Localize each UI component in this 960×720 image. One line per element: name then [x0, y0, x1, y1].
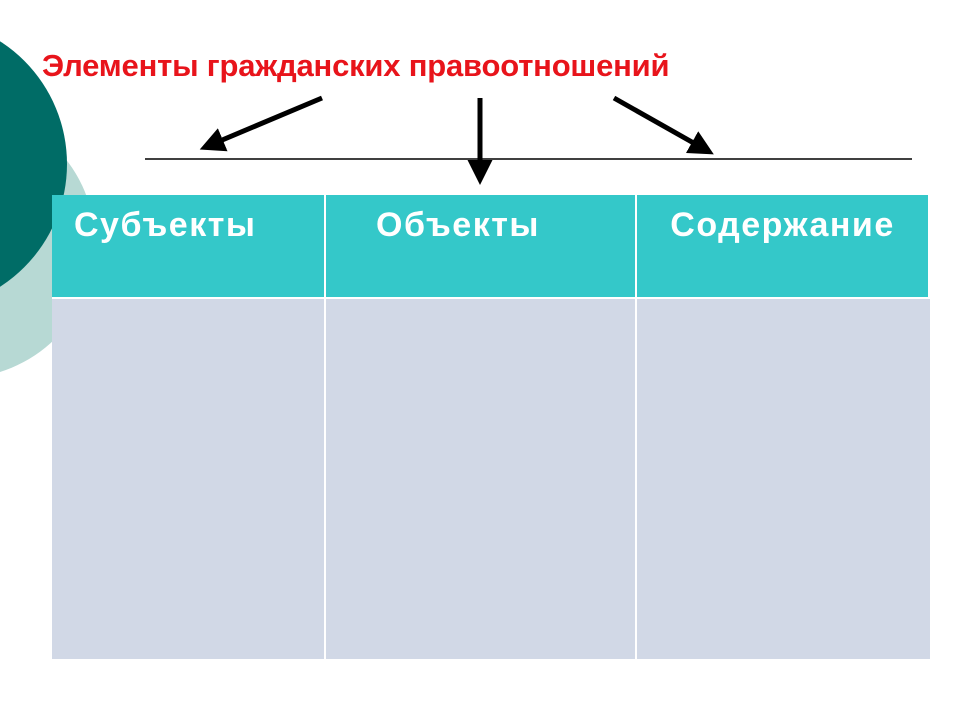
header-subjects: Субъекты: [52, 195, 326, 299]
header-content: Содержание: [637, 195, 930, 299]
cell-content: [637, 299, 930, 659]
elements-table: Субъекты Объекты Содержание: [52, 195, 930, 659]
arrows-diagram: [145, 95, 912, 185]
header-objects: Объекты: [326, 195, 637, 299]
slide-title: Элементы гражданских правоотношений: [42, 48, 670, 83]
arrow-left-icon: [199, 95, 323, 152]
arrow-right-icon: [612, 95, 714, 155]
cell-objects: [326, 299, 637, 659]
cell-subjects: [52, 299, 326, 659]
